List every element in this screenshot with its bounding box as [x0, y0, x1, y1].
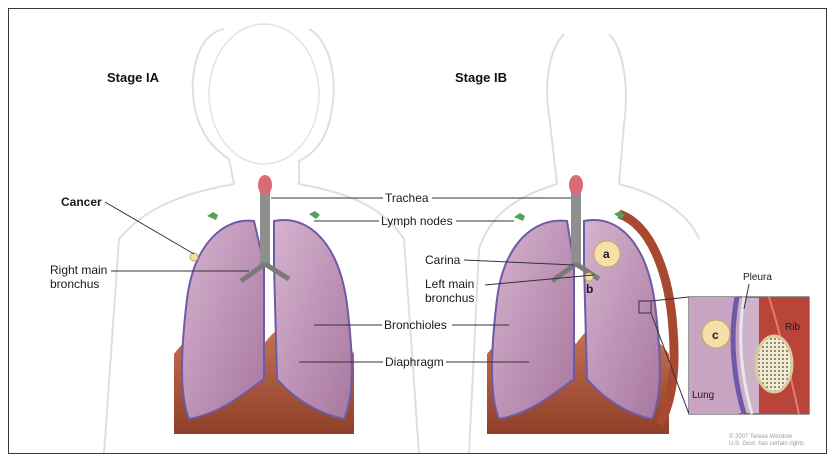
left-lung-left [274, 220, 352, 419]
right-lung-right [492, 221, 574, 419]
rib-bone [756, 336, 792, 392]
carina-label: Carina [425, 253, 461, 267]
left-main-bronchus-label-1: Left main [425, 277, 474, 291]
larynx-left [258, 175, 272, 195]
right-lung-left [182, 221, 264, 419]
copyright-line-2: U.S. Govt. has certain rights [729, 441, 804, 447]
stage-ib-figure [469, 34, 699, 454]
right-main-bronchus-label-2: bronchus [50, 277, 99, 291]
stage-ia-figure [104, 24, 419, 454]
tumor-b [585, 273, 593, 281]
rib-label: Rib [785, 322, 800, 333]
cancer-label: Cancer [61, 195, 102, 209]
lung-cancer-stages-diagram: Stage IA Stage IB Cancer Right main bron… [9, 9, 827, 454]
pleura-label: Pleura [743, 272, 772, 283]
marker-a: a [603, 247, 610, 261]
head-outline-left [209, 24, 319, 164]
copyright-line-1: © 2007 Terese Winslow [729, 433, 793, 440]
stage-ia-title: Stage IA [107, 70, 160, 85]
bronchioles-label: Bronchioles [384, 318, 447, 332]
trachea-label: Trachea [385, 191, 429, 205]
right-main-bronchus-label-1: Right main [50, 263, 107, 277]
stage-ib-title: Stage IB [455, 70, 507, 85]
marker-c: c [712, 328, 719, 342]
lung-label: Lung [692, 390, 714, 401]
trachea-left [260, 189, 270, 264]
larynx-right [569, 175, 583, 195]
diaphragm-label: Diaphragm [385, 355, 444, 369]
trachea-right [571, 189, 581, 264]
lymph-node-right-a [514, 213, 525, 221]
illustration-frame: Stage IA Stage IB Cancer Right main bron… [8, 8, 827, 454]
marker-b: b [586, 282, 593, 296]
lymph-nodes-label: Lymph nodes [381, 214, 453, 228]
left-main-bronchus-label-2: bronchus [425, 291, 474, 305]
lymph-node-left-b [309, 211, 320, 219]
lymph-node-left-a [207, 212, 218, 220]
tumor-ia [190, 253, 198, 261]
